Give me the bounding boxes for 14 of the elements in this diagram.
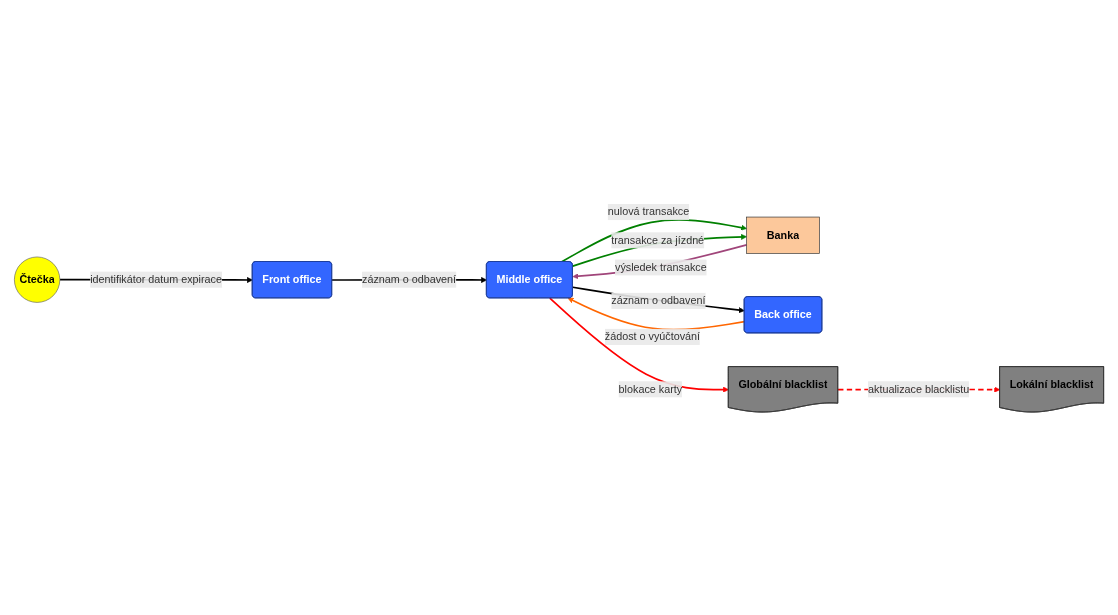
edge-label: výsledek transakce <box>615 260 707 273</box>
edge-label: blokace karty <box>618 382 683 395</box>
edge-label: nulová transakce <box>607 205 690 217</box>
arrow <box>548 296 729 393</box>
node-circle: Čtečka <box>14 256 61 303</box>
arrow <box>572 243 748 279</box>
node-box: Banka <box>746 216 820 254</box>
edge-label: transakce za jízdné <box>611 233 705 246</box>
edge-label: aktualizace blacklistu <box>868 382 970 395</box>
edge-label: záznam o odbavení <box>611 294 706 306</box>
edge-label: záznam o odbavení <box>362 273 457 285</box>
edge-label: žádost o vyúčtování <box>604 330 701 342</box>
edge-label: identifikátor datum expirace <box>90 273 222 285</box>
arrow <box>560 218 747 263</box>
